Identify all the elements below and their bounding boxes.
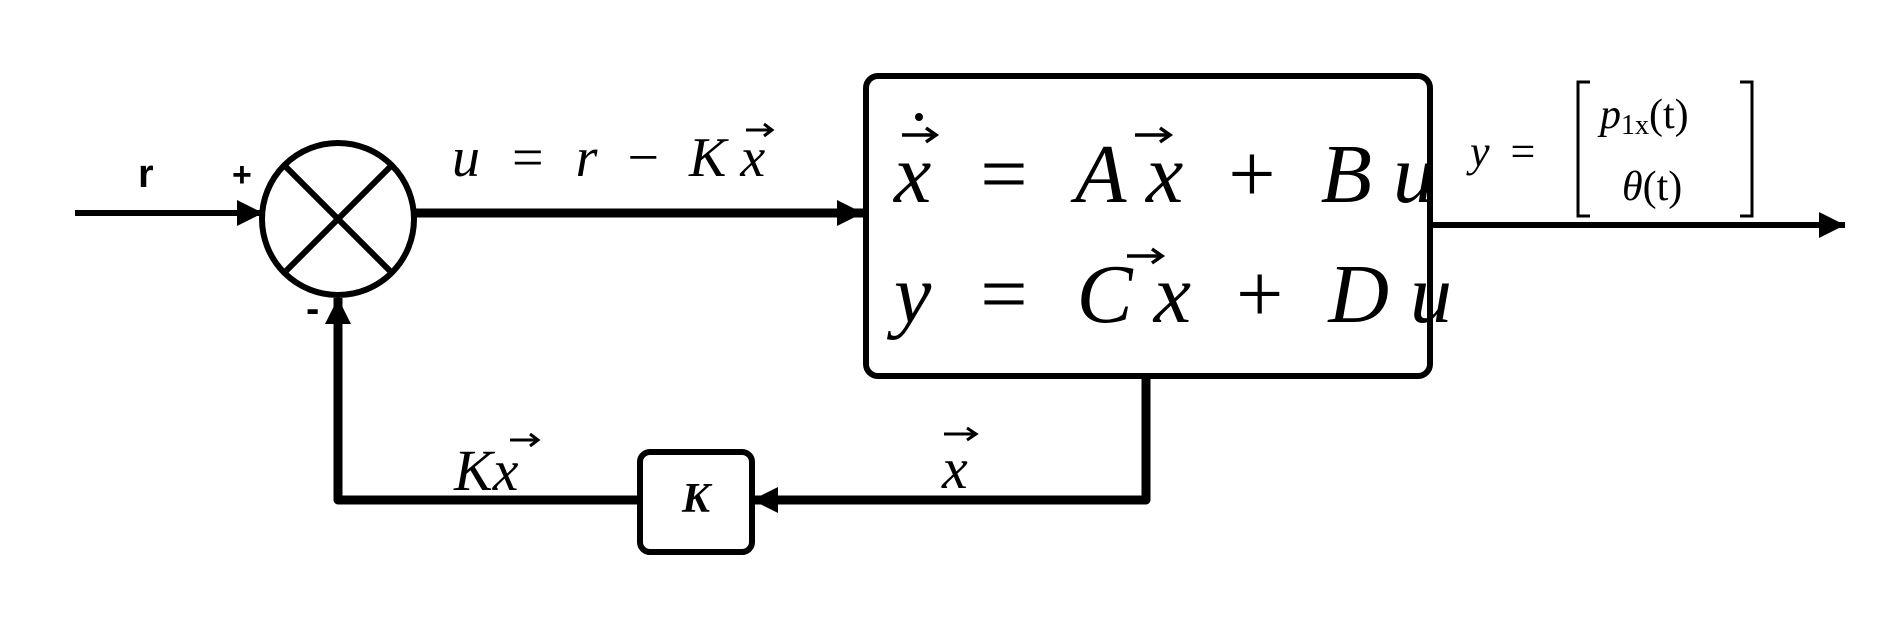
state-equation: x = A x + B u — [892, 113, 1435, 221]
left-bracket — [1576, 80, 1590, 218]
input-r-label: r — [138, 152, 154, 196]
output-state-vector-arrow-icon — [1127, 247, 1166, 265]
svg-text:y = C x: y = C x + D u — [886, 248, 1452, 341]
plus-sign: + — [232, 156, 252, 194]
output-equation: y = C x + D u — [886, 247, 1452, 341]
output-vector-label: y = p1x(t) θ(t) — [1466, 80, 1754, 218]
svg-text:Kx: Kx — [453, 438, 519, 503]
gain-block-label: K — [681, 476, 713, 522]
state-derivative-vector-icon — [902, 113, 940, 144]
control-law-label: u = r − K x — [452, 122, 775, 189]
svg-text:x = A x: x = A x + B u — [892, 128, 1435, 221]
svg-text:θ(t): θ(t) — [1622, 164, 1682, 210]
feedback-label: Kx — [453, 432, 541, 503]
state-label: x — [941, 426, 979, 501]
state-vector-arrow-icon — [1135, 126, 1174, 144]
summing-junction — [259, 140, 417, 298]
state-feedback-line — [752, 376, 1151, 513]
svg-text:x: x — [941, 436, 968, 501]
right-bracket — [1740, 80, 1754, 218]
svg-text:u = r −: u = r − K x — [452, 127, 765, 189]
vector-arrow-icon — [746, 122, 775, 138]
minus-sign: - — [306, 287, 319, 331]
feedback-return-line — [325, 298, 640, 505]
svg-text:p1x(t): p1x(t) — [1597, 92, 1689, 141]
svg-text:y =: y = — [1466, 127, 1535, 176]
